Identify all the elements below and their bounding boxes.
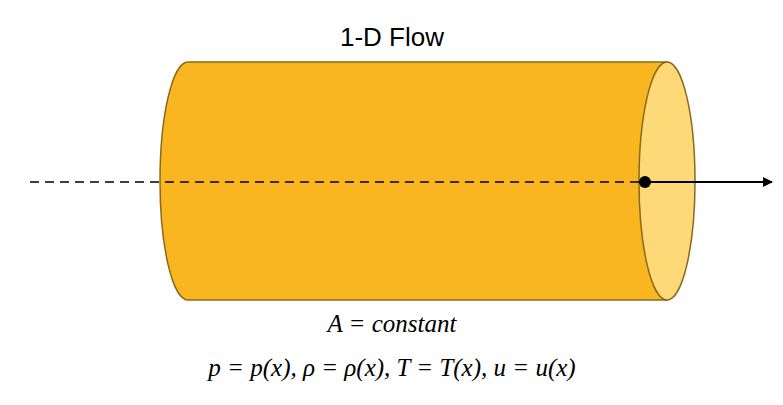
area-label: A = constant [328,310,457,338]
flow-arrow [645,181,772,183]
diagram-title: 1-D Flow [340,22,444,53]
variables-label: p = p(x), ρ = ρ(x), T = T(x), u = u(x) [208,354,575,382]
axis-dashed [30,181,642,183]
tube-end-face [639,62,695,300]
axis-dot [639,176,651,188]
tube-body [160,62,667,300]
